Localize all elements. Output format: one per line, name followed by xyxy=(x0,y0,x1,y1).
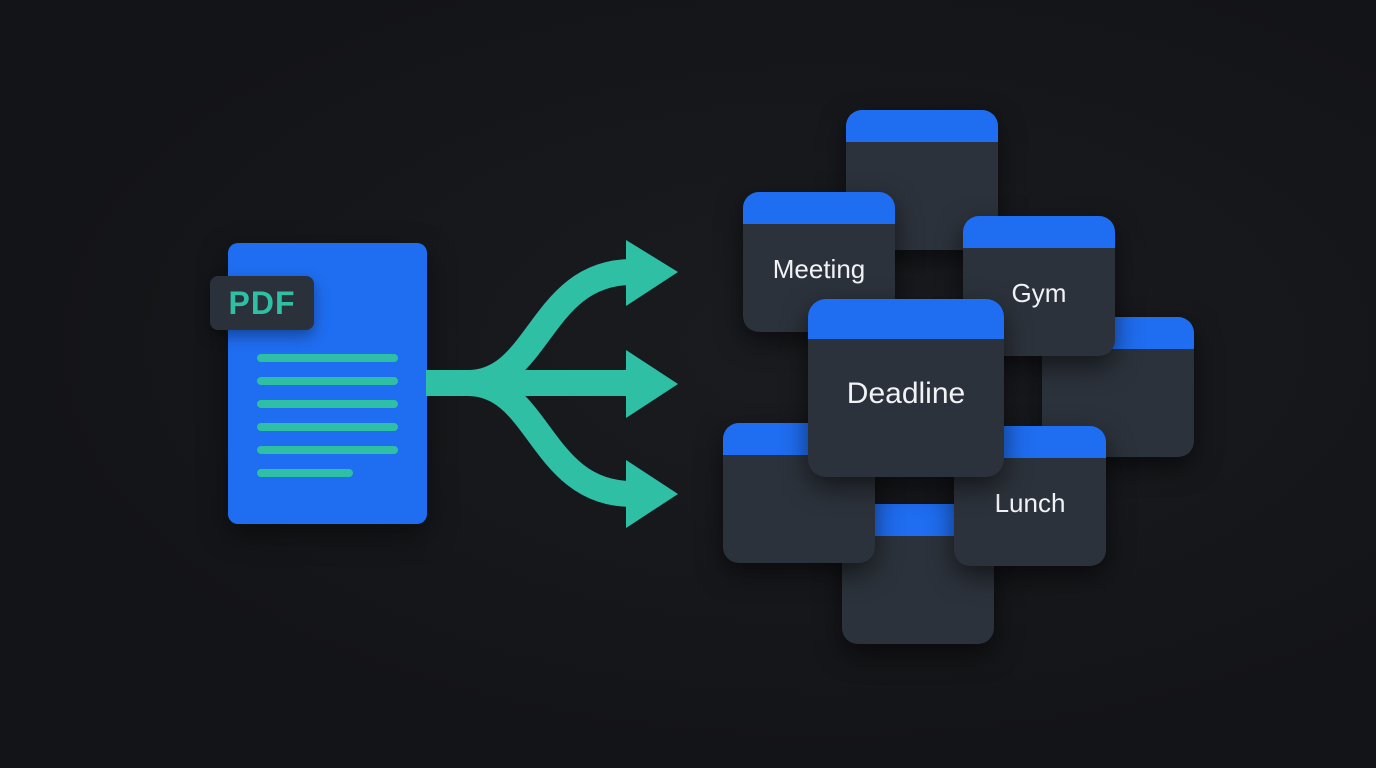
pdf-text-line xyxy=(257,423,398,431)
pdf-badge: PDF xyxy=(210,276,314,330)
card-header xyxy=(846,110,998,142)
pdf-text-line xyxy=(257,377,398,385)
arrowhead-bottom xyxy=(626,460,678,528)
event-card-deadline: Deadline xyxy=(808,299,1004,477)
card-header xyxy=(963,216,1115,248)
arrowhead-middle xyxy=(626,350,678,418)
arrow-branch-bottom xyxy=(466,370,633,507)
pdf-text-line xyxy=(257,469,353,477)
pdf-text-line xyxy=(257,446,398,454)
arrow-branch-top xyxy=(466,259,633,396)
arrowhead-top xyxy=(626,240,678,306)
event-card-label: Lunch xyxy=(994,488,1066,518)
card-header xyxy=(743,192,895,224)
event-card-label: Meeting xyxy=(772,254,866,284)
event-card-label: Deadline xyxy=(846,377,966,410)
pdf-text-line xyxy=(257,354,398,362)
pdf-text-line xyxy=(257,400,398,408)
card-header xyxy=(808,299,1004,339)
event-card-label: Gym xyxy=(1011,278,1067,308)
